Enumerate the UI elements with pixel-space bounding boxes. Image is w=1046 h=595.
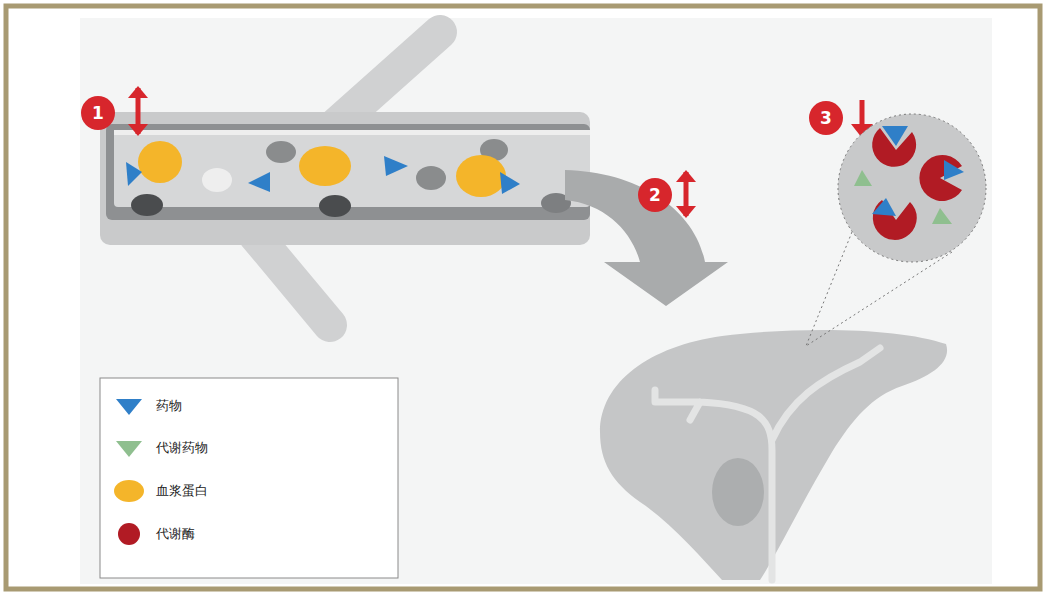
enzyme [919,155,962,201]
vessel-wall [100,112,590,245]
plasma-protein [456,155,506,197]
arrow-head [676,206,696,218]
frame [6,6,1040,589]
callout-circle [81,96,115,130]
liver [600,330,947,580]
legend-item: 代谢药物 [112,435,208,461]
down-arrow [860,100,865,126]
arrow-head [676,170,696,182]
drug [384,156,408,176]
legend-swatch [116,441,142,457]
plasma-protein [138,141,182,183]
legend-text: 药物 [156,397,182,415]
drug [944,160,964,180]
legend-swatch [118,523,140,545]
legend-swatch-holder [112,393,146,419]
legend-swatch [116,399,142,415]
callout-circle [809,101,843,135]
callout-number: 1 [81,96,115,130]
arrow-head [128,86,148,98]
vessel-highlight [114,130,590,135]
vessel-branch [255,235,330,325]
blood-cell [319,195,351,217]
metabolite [854,170,872,186]
legend-item: 代谢酶 [112,521,195,547]
metabolite [932,208,952,224]
legend-swatch [114,480,144,502]
vessel-inner [106,124,590,220]
legend-box [100,378,398,578]
plasma-protein [299,146,351,186]
panel [80,18,992,584]
blood-cell [131,194,163,216]
gallbladder [712,458,764,526]
flow-arrow [565,170,728,306]
blood-cell [266,141,296,163]
legend-item: 药物 [112,393,182,419]
drug [500,172,520,194]
blood-cell [202,168,232,192]
legend-text: 血浆蛋白 [156,482,208,500]
legend-text: 代谢药物 [156,439,208,457]
drug [872,198,896,216]
legend-text: 代谢酶 [156,525,195,543]
liver-vessel [655,348,880,580]
callout-circle [638,178,672,212]
arrow-head [128,124,148,136]
vessel-lumen [114,131,590,207]
drug [248,172,270,192]
callout-number: 2 [638,178,672,212]
drug [882,126,908,146]
legend-item: 血浆蛋白 [112,478,208,504]
legend-swatch-holder [112,478,146,504]
legend-swatch-holder [112,521,146,547]
zoom-circle [838,114,986,262]
drug [126,162,142,186]
callout-number: 3 [809,101,843,135]
legend-swatch-holder [112,435,146,461]
blood-cell [416,166,446,190]
